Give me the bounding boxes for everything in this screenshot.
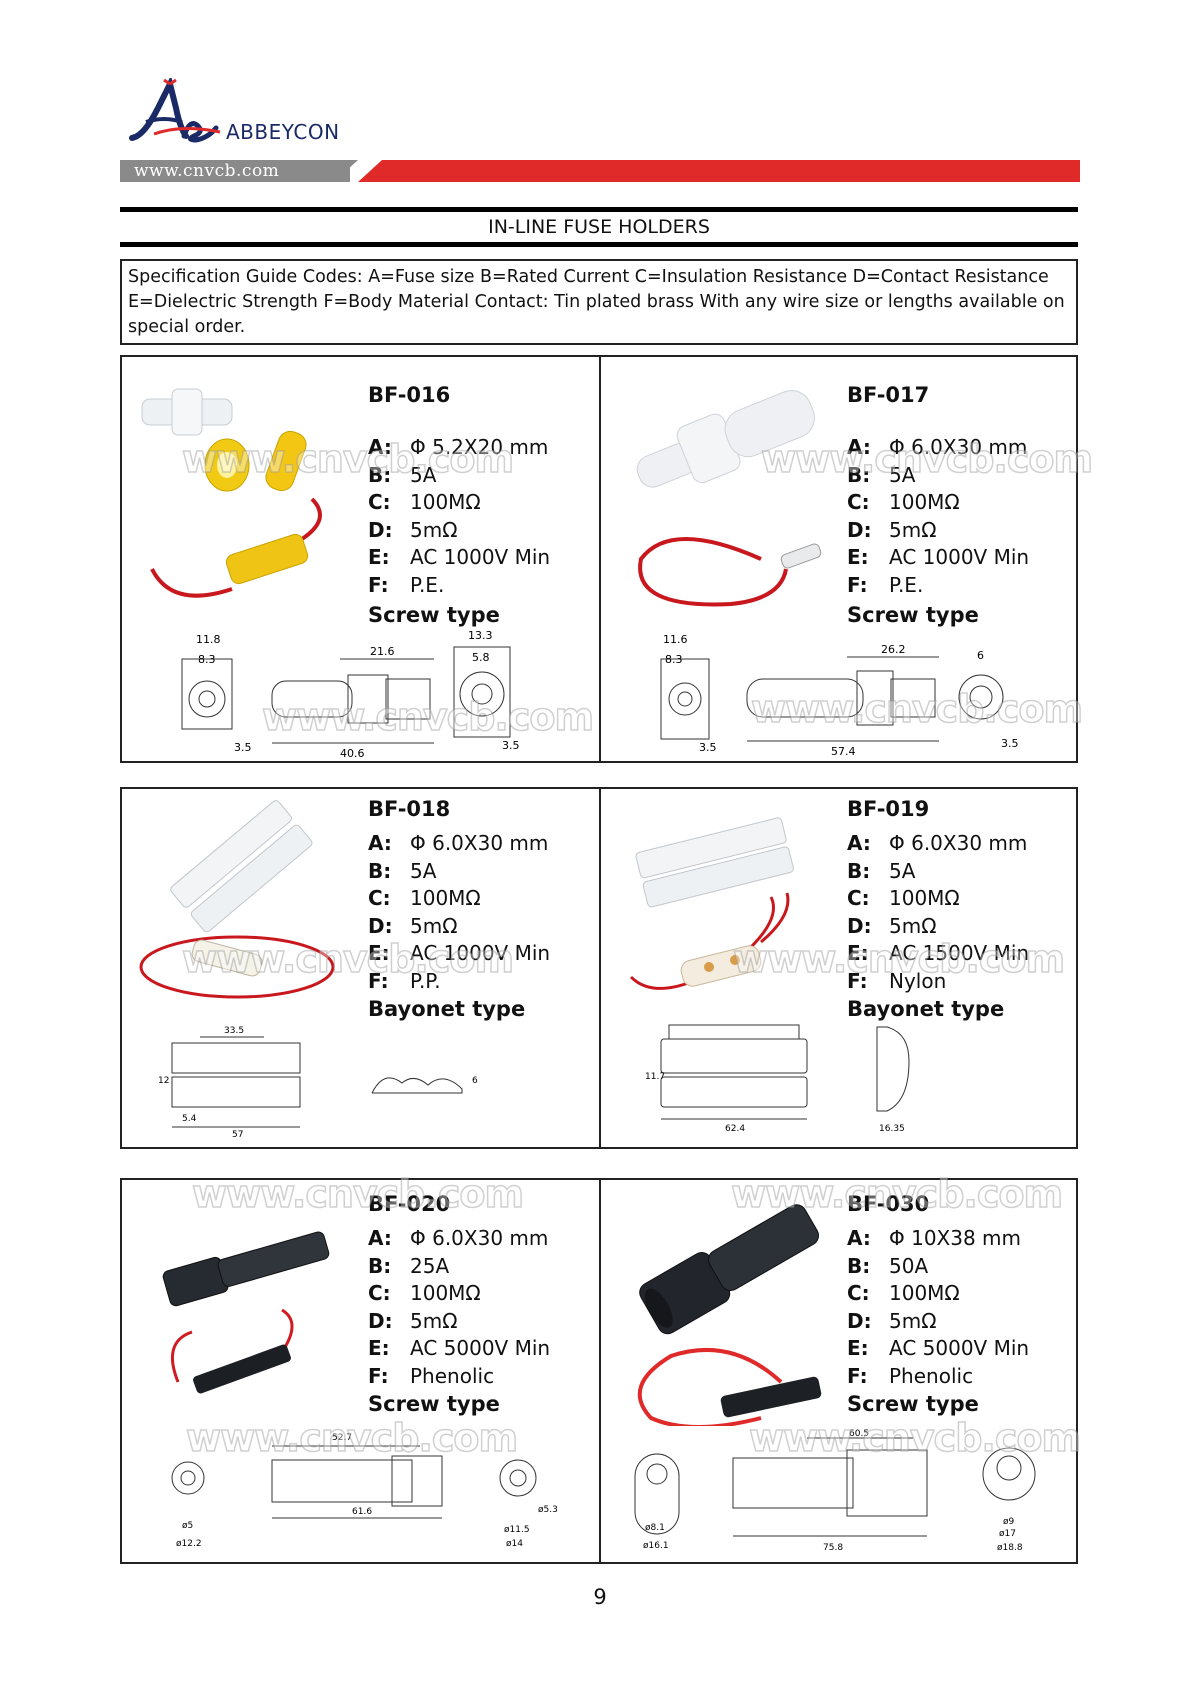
product-card-bf-020: BF-020 A:Φ 6.0X30 mm B:25A C:100MΩ D:5mΩ… [122, 1171, 599, 1562]
bf-020-type: Screw type [368, 1392, 500, 1416]
bf-030-type: Screw type [847, 1392, 979, 1416]
bf-030-model: BF-030 [847, 1192, 930, 1216]
bf-019-model: BF-019 [847, 797, 930, 821]
svg-text:ø14: ø14 [506, 1539, 523, 1549]
svg-text:12: 12 [158, 1076, 169, 1086]
bf-018-specs: A:Φ 6.0X30 mm B:5A C:100MΩ D:5mΩ E:AC 10… [368, 831, 551, 993]
bf-019-drawing: 11.7 62.4 16.35 [645, 1024, 910, 1134]
bf-016-drawing: 11.8 8.3 3.5 21.6 40.6 13.3 5.8 3.5 [181, 629, 520, 759]
product-card-bf-016: BF-016 A:Φ 5.2X20 mm B:5A C:100MΩ D:5mΩ … [122, 357, 599, 761]
svg-text:ø11.5: ø11.5 [504, 1525, 530, 1535]
svg-text:11.6: 11.6 [663, 633, 688, 646]
brand-name: ABBEYCON [226, 120, 340, 144]
page-number: 9 [593, 1585, 607, 1609]
bf-018-photo [139, 800, 335, 999]
bf-030-photo [637, 1204, 822, 1426]
svg-text:ø5.3: ø5.3 [538, 1505, 558, 1515]
bf-030-specs: A:Φ 10X38 mm B:50A C:100MΩ D:5mΩ E:AC 50… [847, 1226, 1030, 1388]
svg-text:13.3: 13.3 [468, 629, 493, 642]
svg-text:33.5: 33.5 [224, 1026, 244, 1036]
svg-text:16.35: 16.35 [879, 1124, 905, 1134]
svg-text:5.8: 5.8 [472, 651, 490, 664]
svg-text:52.7: 52.7 [332, 1433, 352, 1443]
bf-017-model: BF-017 [847, 383, 930, 407]
product-row-1: BF-016 A:Φ 5.2X20 mm B:5A C:100MΩ D:5mΩ … [120, 355, 1094, 763]
svg-text:26.2: 26.2 [881, 643, 906, 656]
svg-text:57.4: 57.4 [831, 745, 856, 758]
product-card-bf-018: BF-018 A:Φ 6.0X30 mm B:5A C:100MΩ D:5mΩ … [122, 789, 599, 1147]
svg-text:40.6: 40.6 [340, 747, 365, 759]
svg-text:11.8: 11.8 [196, 633, 221, 646]
bf-019-type: Bayonet type [847, 997, 1005, 1021]
bf-016-type: Screw type [368, 603, 500, 627]
section-title: IN-LINE FUSE HOLDERS [488, 216, 710, 238]
svg-text:21.6: 21.6 [370, 645, 395, 658]
product-card-bf-019: BF-019 A:Φ 6.0X30 mm B:5A C:100MΩ D:5mΩ … [601, 789, 1078, 1147]
bf-017-photo [636, 390, 822, 607]
bf-016-specs: A:Φ 5.2X20 mm B:5A C:100MΩ D:5mΩ E:AC 10… [368, 435, 551, 597]
bf-016-photo [141, 388, 322, 598]
title-rule-bottom [120, 242, 1078, 247]
svg-text:3.5: 3.5 [699, 741, 717, 754]
product-card-bf-030: BF-030 A:Φ 10X38 mm B:50A C:100MΩ D:5mΩ … [601, 1171, 1082, 1562]
bf-020-specs: A:Φ 6.0X30 mm B:25A C:100MΩ D:5mΩ E:AC 5… [368, 1226, 551, 1388]
svg-text:ø16.1: ø16.1 [643, 1541, 669, 1551]
bf-018-type: Bayonet type [368, 997, 526, 1021]
svg-text:ø5: ø5 [182, 1521, 193, 1531]
page-header: ABBEYCON www.cnvcb.com [120, 78, 1080, 186]
bf-019-specs: A:Φ 6.0X30 mm B:5A C:100MΩ D:5mΩ E:AC 15… [847, 831, 1030, 993]
svg-text:60.5: 60.5 [849, 1429, 869, 1439]
spec-guide-box: Specification Guide Codes: A=Fuse size B… [120, 259, 1078, 345]
url-band: www.cnvcb.com [120, 160, 1080, 182]
bf-020-model: BF-020 [368, 1192, 451, 1216]
svg-text:3.5: 3.5 [1001, 737, 1019, 750]
svg-text:8.3: 8.3 [665, 653, 683, 666]
svg-text:3.5: 3.5 [502, 739, 520, 752]
svg-text:ø8.1: ø8.1 [645, 1523, 665, 1533]
bf-030-drawing: ø8.1 ø16.1 60.5 75.8 ø9 ø17 ø18.8 [634, 1429, 1036, 1553]
svg-text:8.3: 8.3 [198, 653, 216, 666]
product-row-2: BF-018 A:Φ 6.0X30 mm B:5A C:100MΩ D:5mΩ … [120, 787, 1078, 1149]
bf-018-drawing: 33.5 12 5.4 57 6 [158, 1026, 478, 1140]
svg-text:5.4: 5.4 [182, 1114, 197, 1124]
svg-text:ø9: ø9 [1003, 1517, 1015, 1527]
title-rule-top [120, 207, 1078, 212]
svg-text:6: 6 [977, 649, 984, 662]
product-card-bf-017: BF-017 A:Φ 6.0X30 mm B:5A C:100MΩ D:5mΩ … [601, 357, 1094, 761]
svg-text:61.6: 61.6 [352, 1507, 372, 1517]
product-row-3: BF-020 A:Φ 6.0X30 mm B:25A C:100MΩ D:5mΩ… [120, 1171, 1082, 1564]
svg-text:ø18.8: ø18.8 [997, 1543, 1023, 1553]
bf-019-photo [629, 817, 794, 990]
website-url[interactable]: www.cnvcb.com [134, 161, 280, 181]
svg-text:6: 6 [472, 1076, 478, 1086]
svg-text:ø17: ø17 [999, 1529, 1016, 1539]
svg-text:57: 57 [232, 1130, 243, 1140]
bf-016-model: BF-016 [368, 383, 451, 407]
bf-020-drawing: ø5 ø12.2 52.7 61.6 ø5.3 ø11.5 ø14 [171, 1433, 558, 1549]
svg-text:11.7: 11.7 [645, 1072, 665, 1082]
svg-text:62.4: 62.4 [725, 1124, 745, 1134]
bf-017-type: Screw type [847, 603, 979, 627]
bf-017-drawing: 11.6 8.3 3.5 26.2 57.4 6 3.5 [660, 633, 1019, 758]
bf-020-photo [162, 1231, 330, 1394]
svg-text:75.8: 75.8 [823, 1543, 843, 1553]
svg-text:3.5: 3.5 [234, 741, 252, 754]
bf-017-specs: A:Φ 6.0X30 mm B:5A C:100MΩ D:5mΩ E:AC 10… [847, 435, 1030, 597]
abbeycon-logo [129, 78, 221, 143]
bf-018-model: BF-018 [368, 797, 451, 821]
svg-text:ø12.2: ø12.2 [176, 1539, 202, 1549]
